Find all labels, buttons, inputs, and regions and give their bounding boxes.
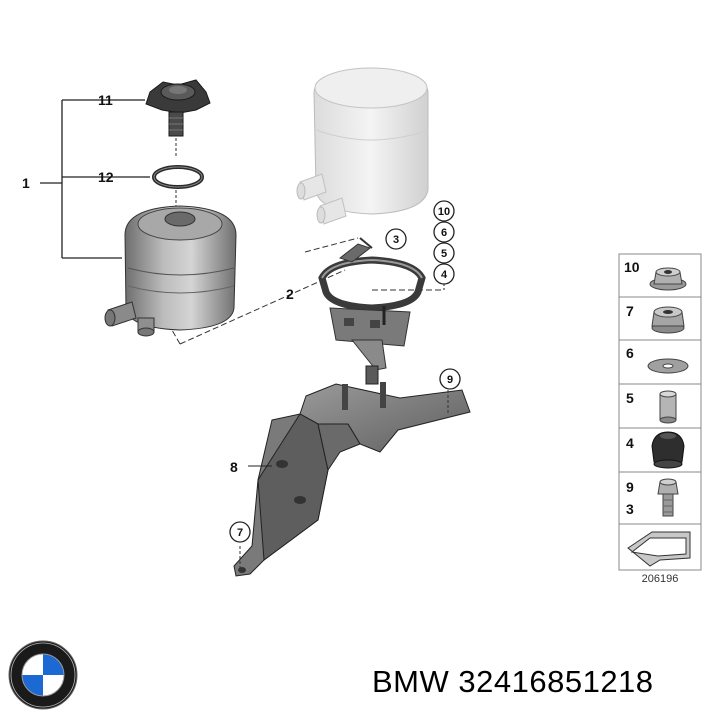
legend-item-sleeve: 5 [626,390,677,424]
assembly-bracket-lines [40,99,150,259]
direction-arrow-icon [627,531,691,567]
mounting-bracket [233,382,471,577]
part-number: 32416851218 [458,664,654,699]
small-parts-legend: 10 7 6 5 4 [618,253,702,585]
callout-3: 3 [385,228,407,250]
svg-text:10: 10 [624,259,640,275]
o-ring [152,165,204,212]
oil-reservoir-tank [104,205,237,337]
legend-item-washer: 6 [626,345,689,374]
svg-text:9: 9 [447,374,453,386]
legend-item-rubber-mount: 4 [626,431,685,469]
callout-7: 7 [229,521,251,543]
callout-11: 11 [98,92,113,108]
callout-4: 4 [433,263,455,285]
callout-labels: 11 12 1 2 8 3 10 6 5 4 9 [22,92,461,543]
diagram-reference-number: 206196 [642,573,679,585]
svg-text:4: 4 [441,269,448,281]
callout-6: 6 [433,221,455,243]
svg-text:6: 6 [441,227,447,239]
brand-name: BMW [372,664,450,699]
svg-text:3: 3 [626,501,634,517]
legend-item-hex-nut: 7 [626,303,685,334]
svg-text:7: 7 [237,527,243,539]
svg-text:3: 3 [393,234,399,246]
callout-8: 8 [230,459,238,475]
legend-item-bolt: 9 3 [626,478,679,517]
callout-10: 10 [433,200,455,222]
reservoir-cap [145,79,211,156]
callout-2: 2 [286,286,294,302]
reservoir-ghost-view [296,67,429,225]
svg-text:6: 6 [626,345,634,361]
callout-12: 12 [98,169,114,185]
svg-text:5: 5 [441,248,447,260]
callout-5: 5 [433,242,455,264]
part-caption: BMW 32416851218 [372,664,654,700]
callout-1: 1 [22,175,30,191]
svg-text:10: 10 [438,206,450,218]
svg-text:9: 9 [626,479,634,495]
svg-text:7: 7 [626,303,634,319]
bmw-logo [8,640,78,710]
callout-9: 9 [439,368,461,390]
reservoir-clamp [318,237,426,385]
assembly-leader-lines [171,237,442,345]
svg-text:5: 5 [626,390,634,406]
legend-item-flange-nut: 10 [624,259,687,291]
svg-text:4: 4 [626,435,634,451]
